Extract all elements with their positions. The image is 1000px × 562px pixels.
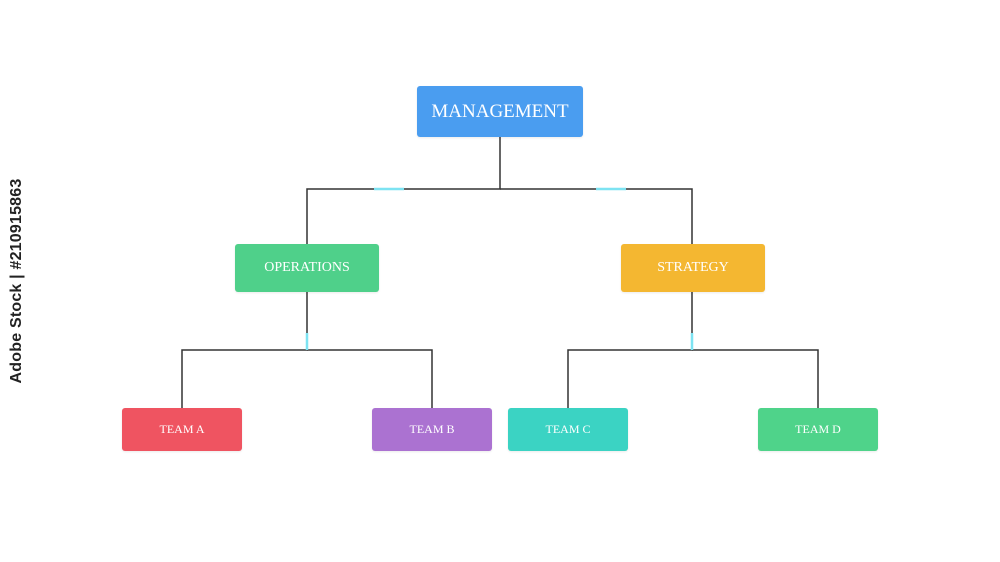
connector-root-to-ops: [306, 137, 501, 244]
node-operations: OPERATIONS: [235, 244, 379, 292]
connector-strat-to-team-d: [692, 349, 819, 408]
node-team-c: TEAM C: [508, 408, 628, 451]
stock-id-watermark: Adobe Stock | #210915863: [0, 0, 34, 562]
node-team-a: TEAM A: [122, 408, 242, 451]
node-team-d: TEAM D: [758, 408, 878, 451]
node-management: MANAGEMENT: [417, 86, 583, 137]
connector-strat-to-team-c: [567, 292, 693, 408]
watermark-text: Adobe Stock | #210915863: [8, 178, 25, 384]
node-team-b: TEAM B: [372, 408, 492, 451]
connector-ops-to-team-b: [307, 349, 433, 408]
connector-ops-to-team-a: [181, 292, 308, 408]
connector-root-to-strat: [500, 188, 693, 244]
node-strategy: STRATEGY: [621, 244, 765, 292]
